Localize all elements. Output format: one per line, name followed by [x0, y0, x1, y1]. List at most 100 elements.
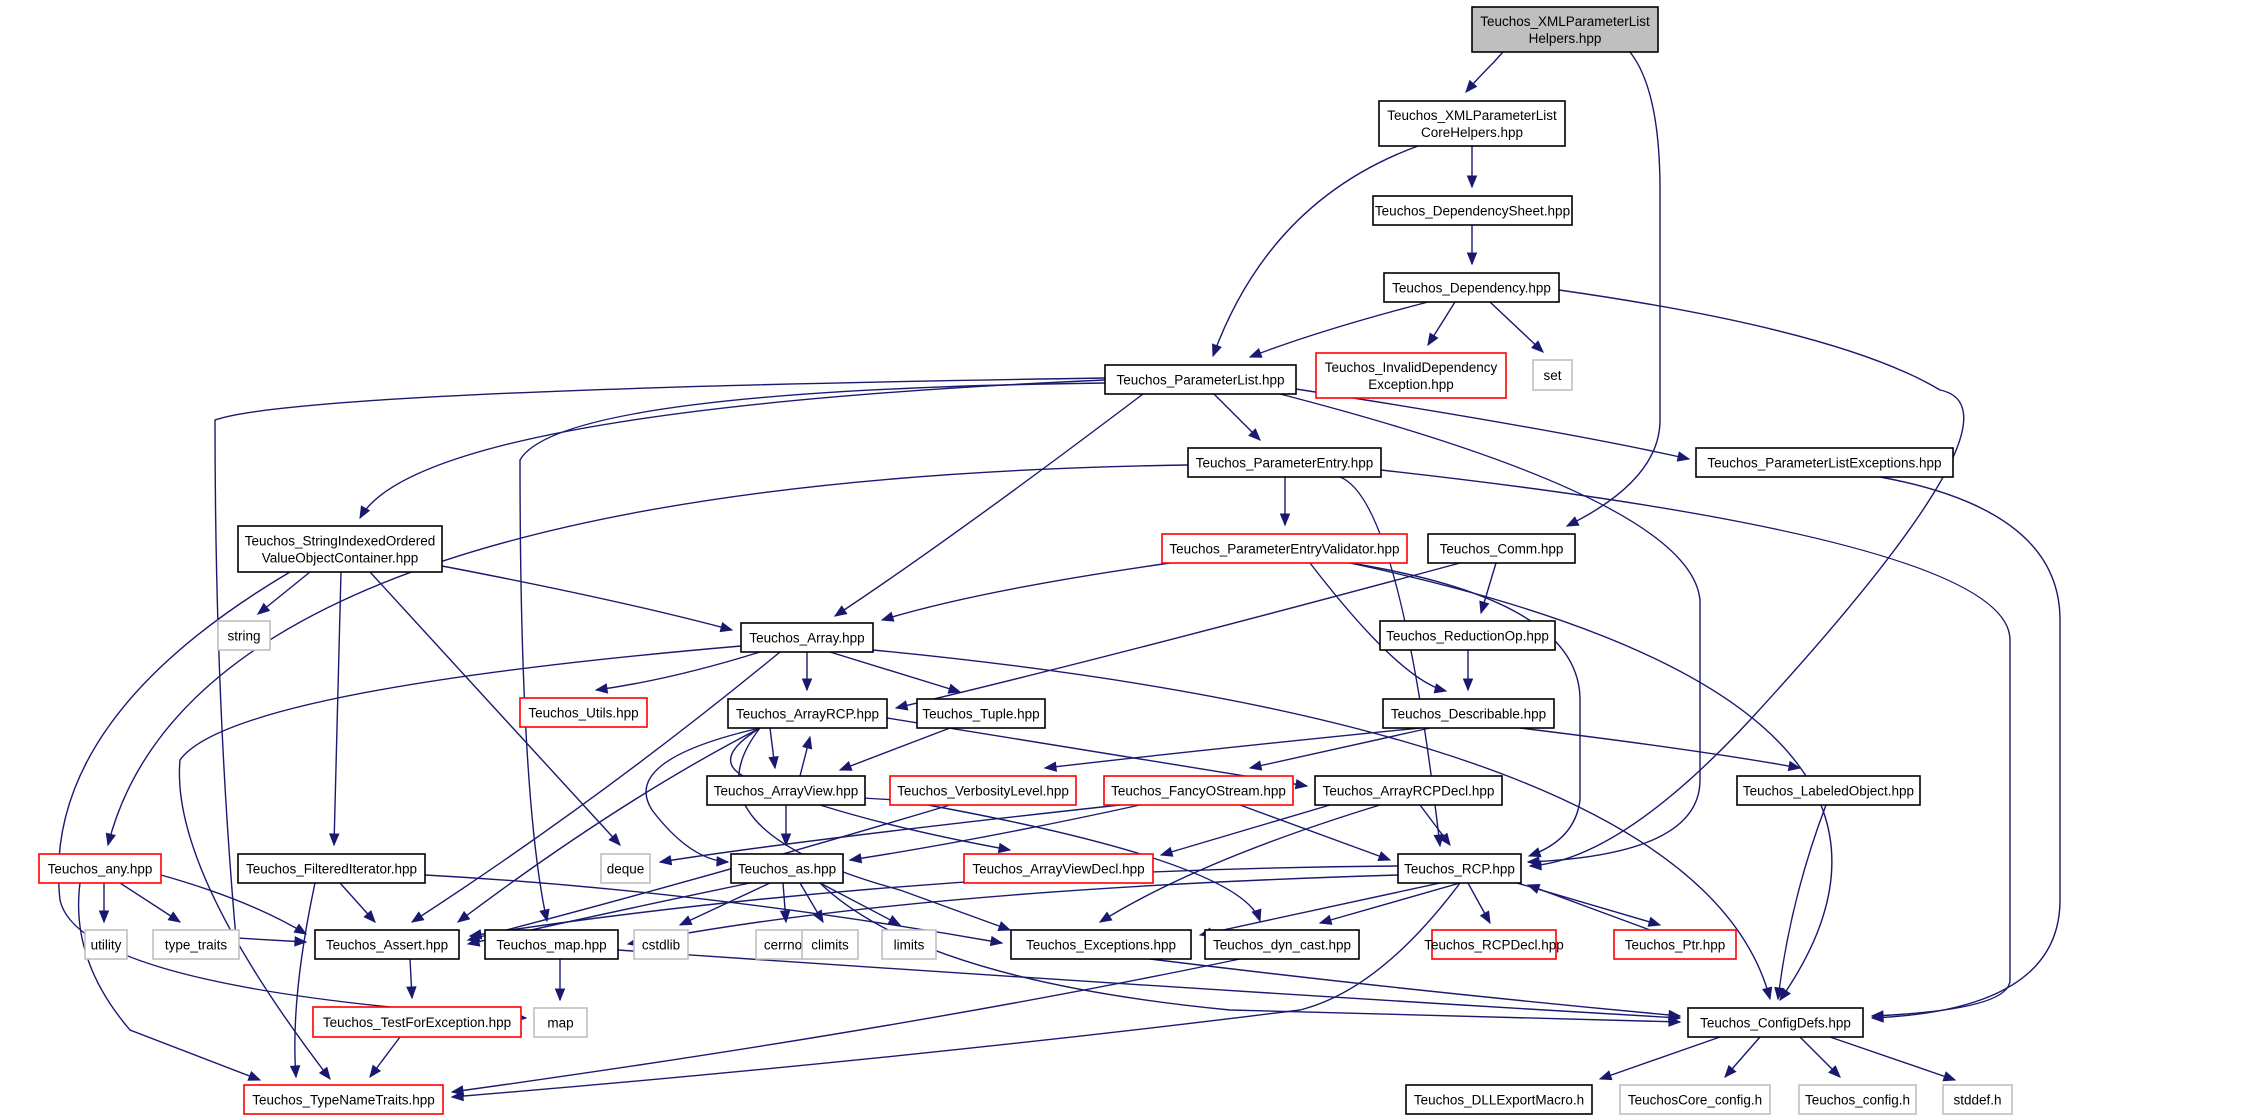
node-map[interactable]: map: [533, 1007, 588, 1038]
arrowhead-icon: [329, 833, 340, 847]
node-label: Teuchos_ParameterListExceptions.hpp: [1707, 456, 1941, 471]
node-box: [1619, 1084, 1771, 1115]
node-utils[interactable]: Teuchos_Utils.hpp: [519, 697, 648, 728]
arrowhead-icon: [1870, 1012, 1884, 1023]
node-utility[interactable]: utility: [84, 929, 128, 960]
node-assert[interactable]: Teuchos_Assert.hpp: [314, 929, 460, 960]
edge-array-to-arrayrcp: [801, 652, 813, 692]
arrowhead-icon: [1043, 761, 1058, 772]
node-box: [1314, 775, 1503, 806]
node-testforexc[interactable]: Teuchos_TestForException.hpp: [312, 1006, 522, 1038]
node-verbosity[interactable]: Teuchos_VerbosityLevel.hpp: [889, 775, 1077, 806]
node-array[interactable]: Teuchos_Array.hpp: [740, 622, 874, 653]
arrowhead-icon: [779, 910, 791, 924]
arrowhead-icon: [1598, 1070, 1613, 1081]
edge-stringindexed-to-filterediter: [329, 571, 342, 847]
node-map_hpp[interactable]: Teuchos_map.hpp: [484, 929, 619, 960]
node-climits[interactable]: climits: [801, 929, 859, 960]
node-set[interactable]: set: [1532, 359, 1573, 391]
edge-line: [627, 874, 1399, 945]
node-typetraits[interactable]: type_traits: [152, 929, 240, 960]
arrowhead-icon: [1774, 986, 1785, 1001]
edge-array-to-tuple: [829, 651, 962, 694]
node-typenametraits[interactable]: Teuchos_TypeNameTraits.hpp: [243, 1084, 444, 1115]
node-comm[interactable]: Teuchos_Comm.hpp: [1427, 533, 1576, 564]
edge-line: [1160, 804, 1331, 856]
node-tuple[interactable]: Teuchos_Tuple.hpp: [916, 698, 1046, 729]
edge-paramentry-to-validator: [1279, 477, 1291, 527]
node-box: [600, 853, 651, 884]
node-labeledobject[interactable]: Teuchos_LabeledObject.hpp: [1736, 775, 1921, 806]
node-paramentry[interactable]: Teuchos_ParameterEntry.hpp: [1187, 447, 1382, 478]
node-arrayview[interactable]: Teuchos_ArrayView.hpp: [706, 775, 866, 806]
arrowhead-icon: [1676, 451, 1691, 462]
node-configdefs[interactable]: Teuchos_ConfigDefs.hpp: [1687, 1007, 1864, 1038]
node-label: Teuchos_FilteredIterator.hpp: [246, 862, 417, 877]
node-box: [1687, 1007, 1864, 1038]
node-label: Teuchos_Assert.hpp: [326, 938, 448, 953]
arrowhead-icon: [1565, 516, 1580, 527]
node-box: [633, 929, 689, 960]
edge-line: [519, 382, 1106, 922]
node-filterediter[interactable]: Teuchos_FilteredIterator.hpp: [237, 853, 426, 884]
edge-labeledobject-to-configdefs: [1774, 804, 1827, 1001]
node-corecfg[interactable]: TeuchosCore_config.h: [1619, 1084, 1771, 1115]
node-paramlist[interactable]: Teuchos_ParameterList.hpp: [1104, 364, 1297, 395]
edge-line: [359, 379, 1106, 519]
arrowhead-icon: [1462, 678, 1474, 692]
edge-paramlist-to-paramentry: [1213, 393, 1261, 441]
node-label: deque: [607, 862, 645, 877]
arrowhead-icon: [410, 911, 425, 923]
node-box: [1427, 533, 1576, 564]
node-stringindexed[interactable]: Teuchos_StringIndexedOrderedValueObjectC…: [237, 525, 443, 573]
edge-describable-to-fancyostream: [1248, 727, 1431, 771]
edge-comm-to-reductionop: [1479, 562, 1497, 615]
node-reductionop[interactable]: Teuchos_ReductionOp.hpp: [1379, 620, 1556, 651]
node-box: [963, 853, 1154, 884]
edge-rcp-to-exceptions: [1198, 882, 1441, 938]
node-label: Teuchos_Ptr.hpp: [1625, 938, 1726, 953]
node-rcp[interactable]: Teuchos_RCP.hpp: [1397, 853, 1522, 884]
node-fancyostream[interactable]: Teuchos_FancyOStream.hpp: [1103, 775, 1294, 806]
arrowhead-icon: [369, 1064, 382, 1079]
edge-configdefs-to-dllexport: [1598, 1036, 1721, 1081]
node-plexceptions[interactable]: Teuchos_ParameterListExceptions.hpp: [1695, 447, 1954, 478]
node-depsheet[interactable]: Teuchos_DependencySheet.hpp: [1372, 195, 1573, 226]
node-as[interactable]: Teuchos_as.hpp: [730, 853, 844, 884]
node-box: [312, 1006, 522, 1038]
node-describable[interactable]: Teuchos_Describable.hpp: [1382, 698, 1555, 729]
node-dllexport[interactable]: Teuchos_DLLExportMacro.h: [1405, 1084, 1593, 1115]
node-rcpdecl[interactable]: Teuchos_RCPDecl.hpp: [1424, 929, 1564, 960]
node-cstdlib[interactable]: cstdlib: [633, 929, 689, 960]
node-dependency[interactable]: Teuchos_Dependency.hpp: [1383, 272, 1560, 303]
node-box: [1378, 100, 1566, 147]
node-arrayviewdecl[interactable]: Teuchos_ArrayViewDecl.hpp: [963, 853, 1154, 884]
arrowhead-icon: [658, 855, 673, 866]
node-stddef[interactable]: stddef.h: [1942, 1084, 2013, 1115]
node-string[interactable]: string: [217, 620, 271, 651]
node-limits[interactable]: limits: [881, 929, 937, 960]
node-arrayrcpdecl[interactable]: Teuchos_ArrayRCPDecl.hpp: [1314, 775, 1503, 806]
arrowhead-icon: [1527, 847, 1542, 858]
node-dyncast[interactable]: Teuchos_dyn_cast.hpp: [1204, 929, 1360, 960]
edge-array-to-configdefs: [872, 649, 1773, 1001]
edge-fancyostream-to-deque: [658, 804, 1121, 866]
node-any[interactable]: Teuchos_any.hpp: [38, 853, 162, 884]
node-ptr[interactable]: Teuchos_Ptr.hpp: [1613, 929, 1737, 960]
edge-rcp-to-rcpdecl: [1467, 882, 1491, 925]
node-config[interactable]: Teuchos_config.h: [1798, 1084, 1917, 1115]
arrowhead-icon: [801, 678, 813, 692]
node-label: Exception.hpp: [1368, 377, 1454, 392]
node-arrayrcp[interactable]: Teuchos_ArrayRCP.hpp: [727, 698, 888, 729]
edge-arrayrcpdecl-to-arrayviewdecl: [1159, 804, 1331, 857]
node-exceptions[interactable]: Teuchos_Exceptions.hpp: [1010, 929, 1192, 960]
arrowhead-icon: [947, 683, 962, 694]
edge-dependency-to-invaliddep: [1427, 301, 1456, 347]
node-deque[interactable]: deque: [600, 853, 651, 884]
node-validator[interactable]: Teuchos_ParameterEntryValidator.hpp: [1161, 533, 1408, 564]
arrowhead-icon: [1828, 1065, 1841, 1078]
node-label: Teuchos_RCPDecl.hpp: [1424, 938, 1564, 953]
